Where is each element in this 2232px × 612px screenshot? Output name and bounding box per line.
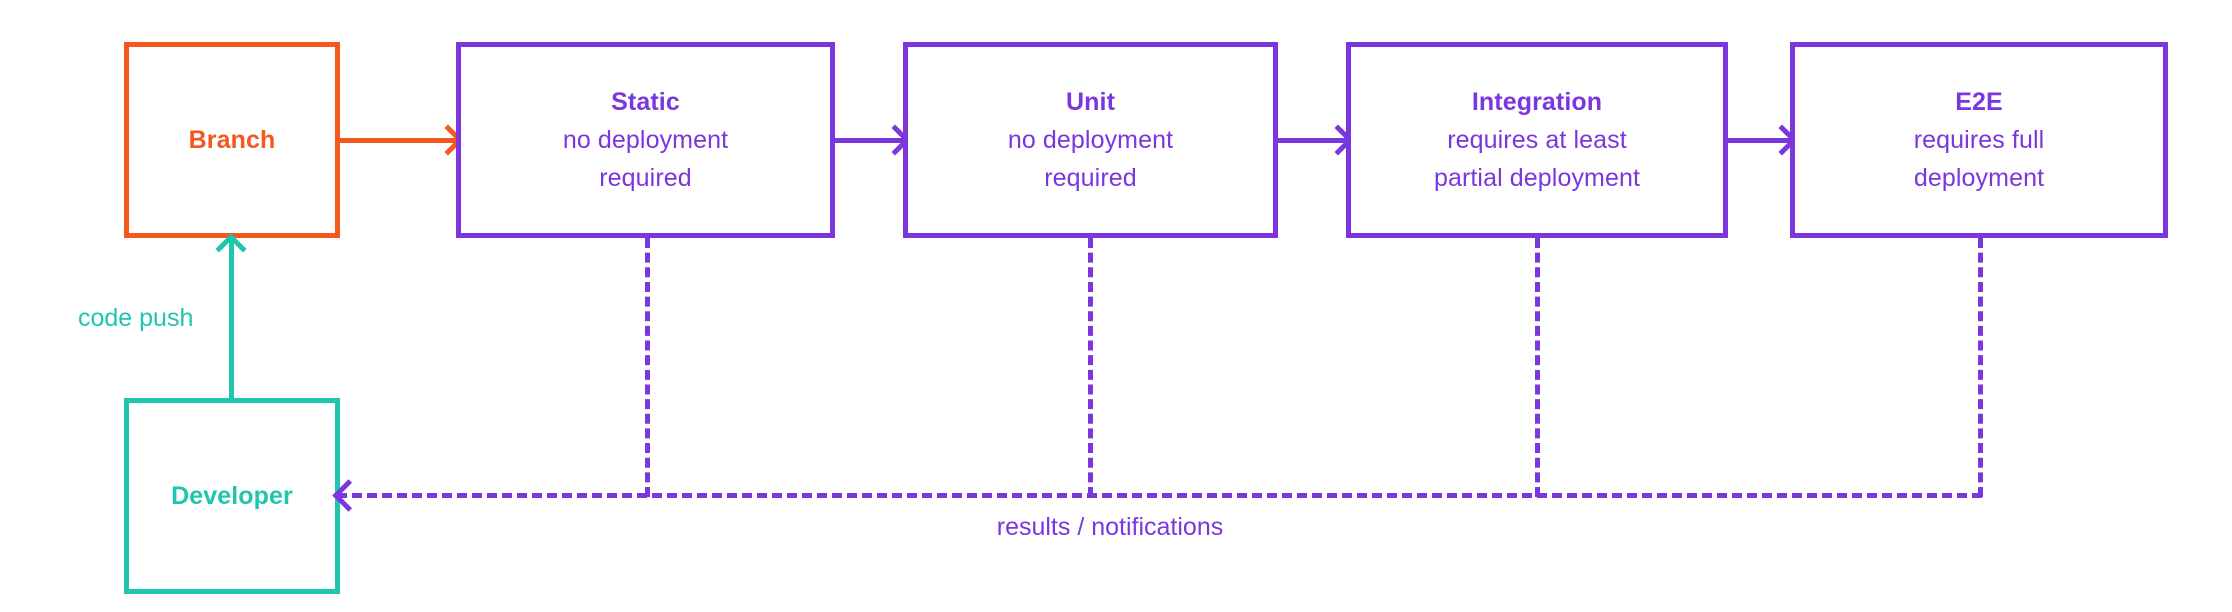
stage-title: E2E (1955, 88, 2003, 116)
arrow-shaft (340, 138, 458, 143)
node-developer[interactable]: Developer (124, 398, 340, 594)
node-developer-title: Developer (171, 482, 293, 510)
arrow-shaft (835, 138, 905, 143)
arrow-shaft (1728, 138, 1792, 143)
arrow-branch-to-static (340, 124, 464, 156)
stage-line-1: no deployment (562, 126, 729, 154)
stage-line-2: required (1044, 164, 1137, 192)
stage-line-1: no deployment (1007, 126, 1174, 154)
node-stage-e2e[interactable]: E2E requires full deployment (1790, 42, 2168, 238)
dashed-connector-static (645, 238, 650, 497)
arrow-integration-to-e2e (1728, 124, 1798, 156)
stage-line-1: requires full (1913, 126, 2045, 154)
arrow-code-push (215, 233, 247, 400)
arrow-shaft (1278, 138, 1348, 143)
stage-line-1: requires at least (1447, 126, 1627, 154)
dashed-connector-integration (1535, 238, 1540, 497)
arrow-unit-to-integration (1278, 124, 1354, 156)
dashed-connector-unit (1088, 238, 1093, 497)
edge-label-results-notifications-text: results / notifications (996, 513, 1224, 541)
stage-line-2: partial deployment (1433, 164, 1641, 192)
arrow-static-to-unit (835, 124, 911, 156)
arrowhead-up-icon (215, 233, 247, 265)
stage-line-2: deployment (1913, 164, 2045, 192)
dashed-connector-e2e (1978, 238, 1983, 497)
node-stage-unit[interactable]: Unit no deployment required (903, 42, 1278, 238)
stage-title: Integration (1471, 88, 1603, 116)
stage-line-2: required (599, 164, 692, 192)
stage-title: Static (611, 88, 680, 116)
stage-title: Unit (1066, 88, 1115, 116)
arrow-shaft (229, 238, 234, 400)
node-branch[interactable]: Branch (124, 42, 340, 238)
node-stage-integration[interactable]: Integration requires at least partial de… (1346, 42, 1728, 238)
edge-label-code-push: code push (78, 304, 194, 332)
dashed-feedback-line (337, 493, 1982, 498)
node-branch-title: Branch (188, 126, 276, 154)
node-stage-static[interactable]: Static no deployment required (456, 42, 835, 238)
